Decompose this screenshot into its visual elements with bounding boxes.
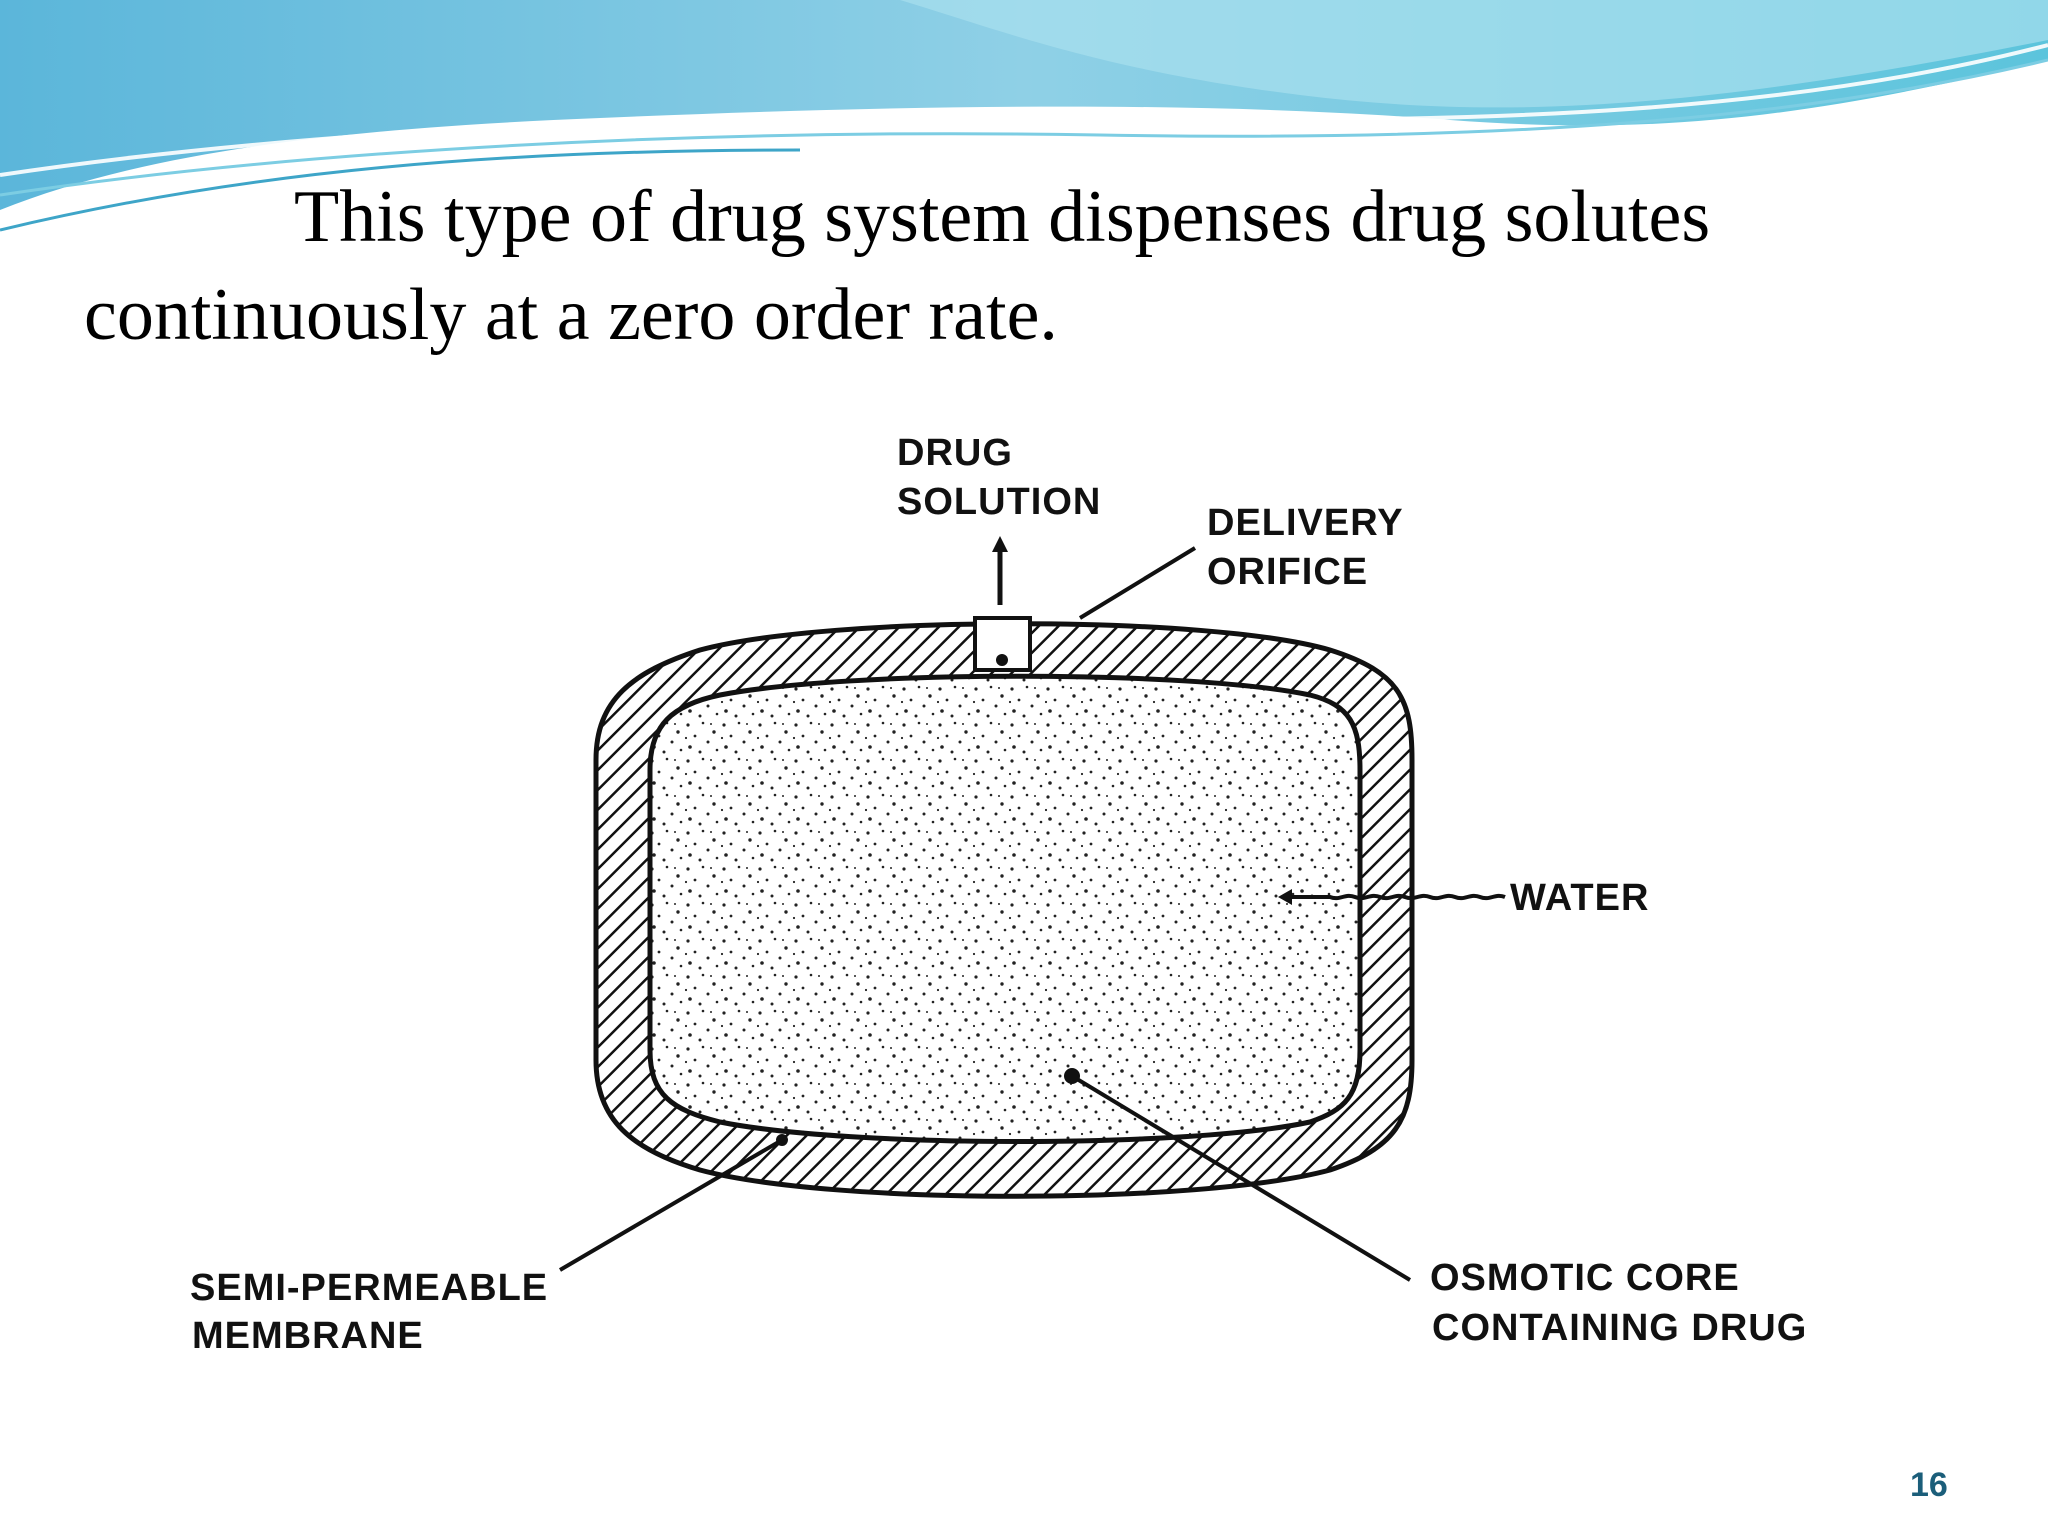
delivery-orifice-leader [1078,546,1197,620]
label-membrane: MEMBRANE [192,1315,424,1357]
body-text-line-1: This type of drug system dispenses drug … [294,176,1711,258]
label-orifice: ORIFICE [1207,551,1368,593]
label-containing-drug: CONTAINING DRUG [1432,1307,1807,1349]
label-osmotic-core: OSMOTIC CORE [1430,1257,1740,1299]
header-wave-decoration [0,0,2048,232]
label-drug: DRUG [897,432,1013,474]
page-number: 16 [1910,1466,1948,1504]
core-leader [1070,1074,1412,1282]
body-text-line-2: continuously at a zero order rate. [84,274,1058,356]
label-solution: SOLUTION [897,481,1101,523]
label-water: WATER [1510,877,1649,919]
body-text: This type of drug system dispenses drug … [84,168,1984,364]
osmotic-core [647,673,1363,1144]
label-delivery: DELIVERY [1207,502,1404,544]
water-arrow [1290,893,1506,901]
membrane-leader [558,1138,784,1272]
label-semi-permeable: SEMI-PERMEABLE [190,1267,548,1309]
